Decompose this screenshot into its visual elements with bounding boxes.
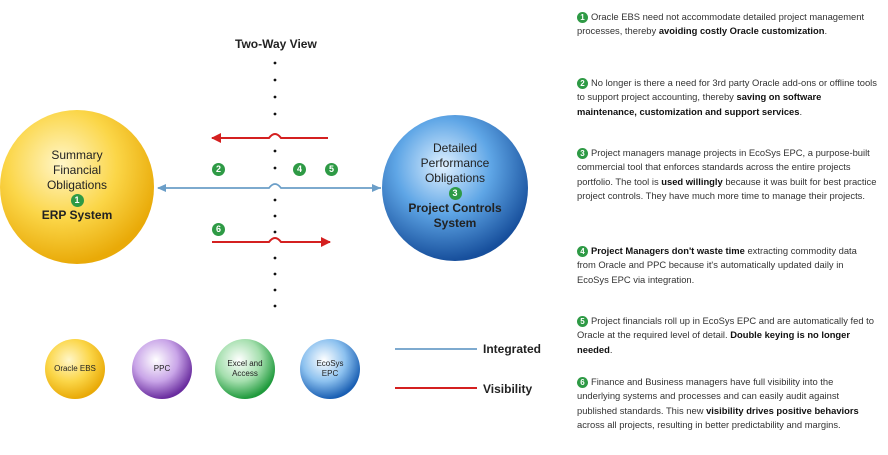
note-badge: 3 [577, 148, 588, 160]
tool-circle-excel [215, 339, 275, 399]
tool-circle-ppc [132, 339, 192, 399]
integrated-arrow [157, 183, 381, 192]
badge-6: 6 [212, 223, 225, 236]
note-text: . [799, 105, 803, 117]
badge-4: 4 [293, 163, 306, 176]
tool-ppc-label: PPC [153, 364, 171, 373]
note-text: Project financials roll up in EcoSys EPC… [577, 315, 874, 341]
legend-visibility-label: Visibility [483, 382, 533, 396]
note-badge: 4 [577, 246, 588, 258]
tool-circle-oracle [45, 339, 105, 399]
epc-system-line-2: System [433, 216, 477, 230]
visibility-arrow-top [211, 133, 328, 143]
note-emphasis: saving on software maintenance, customiz… [577, 91, 822, 117]
epc-line-1: Detailed [432, 141, 478, 155]
erp-line-2: Financial [52, 163, 102, 177]
erp-line-3: Obligations [46, 178, 108, 192]
epc-line-2: Performance [420, 156, 490, 170]
erp-circle [0, 110, 154, 264]
tool-excel-label: Excel and Access [227, 359, 263, 378]
note-text: Finance and Business managers have full … [577, 376, 840, 416]
note-emphasis: Double keying is no longer needed [577, 329, 851, 355]
tool-oracle-label: Oracle EBS [54, 364, 96, 373]
erp-line-1: Summary [51, 148, 103, 162]
badge-3: 3 [448, 187, 462, 201]
tool-circle-ecosys [300, 339, 360, 399]
note-badge: 5 [577, 316, 588, 328]
erp-circle-label: Summary Financial Obligations 1 ERP Syst… [10, 148, 144, 223]
epc-line-3: Obligations [424, 171, 486, 185]
note-text: No longer is there a need for 3rd party … [577, 77, 877, 103]
tool-ecosys-label: EcoSys EPC [316, 359, 344, 378]
epc-system-line-1: Project Controls [408, 201, 502, 215]
note-emphasis: used willingly [661, 175, 723, 187]
diagram-title: Two-Way View [235, 37, 317, 51]
erp-system-label: ERP System [41, 208, 113, 222]
visibility-arrow-bottom [212, 237, 331, 247]
note-emphasis: avoiding costly Oracle customization [658, 25, 825, 37]
badge-1: 1 [70, 194, 84, 208]
note-text: . [824, 25, 828, 37]
note-text: across all projects, resulting in better… [577, 418, 841, 430]
note-badge: 1 [577, 12, 588, 24]
note-badge: 2 [577, 78, 588, 90]
badge-2: 2 [212, 163, 225, 176]
note-emphasis: Project Managers don't waste time [591, 245, 745, 256]
note-text: Oracle EBS need not accommodate detailed… [577, 11, 865, 37]
note-text: Project managers manage projects in EcoS… [577, 147, 870, 187]
legend-integrated-label: Integrated [483, 342, 542, 356]
note-text: extracting commodity data from Oracle an… [577, 245, 857, 285]
dotted-divider [273, 61, 277, 308]
note-emphasis: visibility drives positive behaviors [706, 404, 859, 416]
note-text: because it was built for best practice p… [577, 175, 877, 201]
badge-5: 5 [325, 163, 338, 176]
note-badge: 6 [577, 377, 588, 389]
epc-circle-label: Detailed Performance Obligations 3 Proje… [390, 141, 520, 231]
note-text: . [609, 343, 613, 355]
